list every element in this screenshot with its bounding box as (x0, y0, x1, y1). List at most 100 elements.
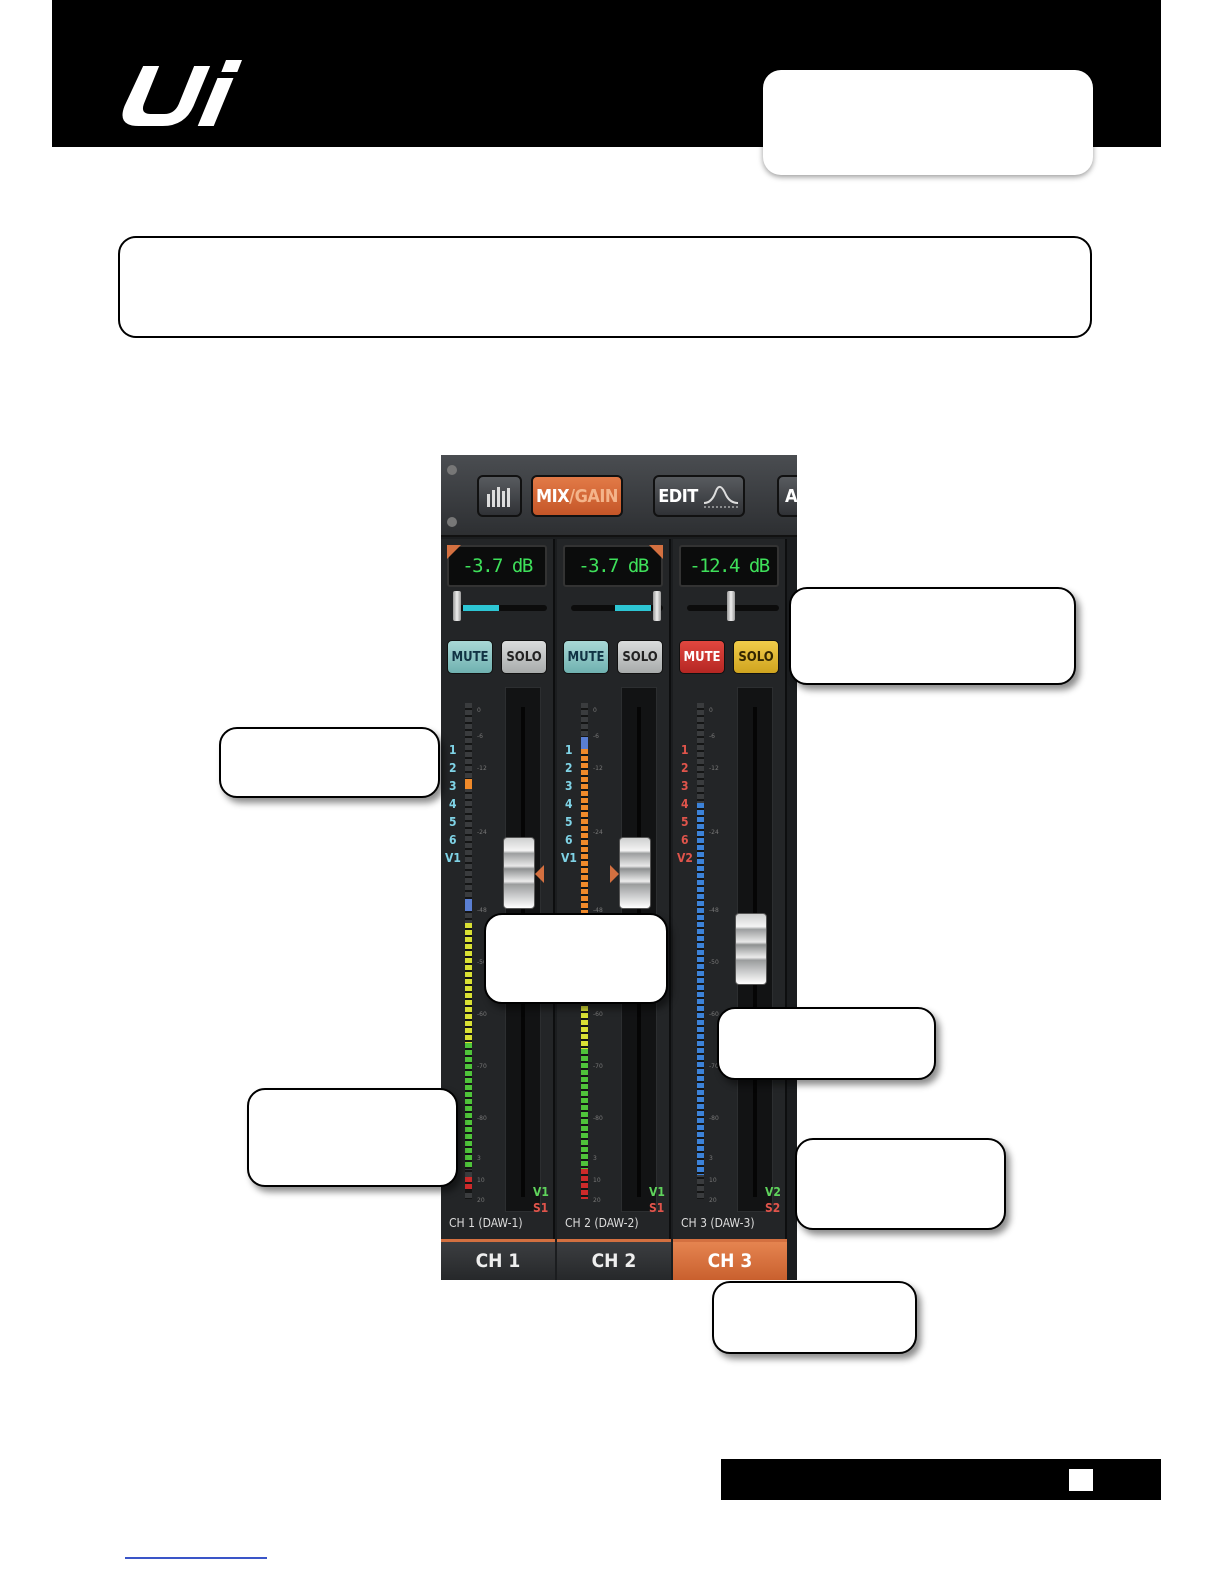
channel-tab-3[interactable]: CH 3 (673, 1239, 787, 1280)
scale-label: -6 (477, 733, 483, 740)
channel-tab-1[interactable]: CH 1 (441, 1239, 555, 1280)
ui-logo-icon (122, 60, 242, 126)
solo-button[interactable]: SOLO (733, 640, 779, 674)
bus-number: 2 (681, 761, 689, 775)
solo-button[interactable]: SOLO (617, 640, 663, 674)
meter-peak-hold (465, 779, 472, 789)
bus-number: 2 (565, 761, 573, 775)
channel-name: CH 2 (DAW-2) (565, 1216, 639, 1230)
channel-strip-2: -3.7 dB MUTE SOLO 1 2 3 4 5 6 V1 0 (557, 539, 671, 1280)
header-callout-box (763, 70, 1093, 175)
subgroup-label: S1 (533, 1201, 549, 1215)
scale-label: 0 (709, 707, 713, 714)
callout-clip (247, 1088, 458, 1187)
meter-segment (465, 899, 472, 911)
scale-label: 10 (477, 1177, 485, 1184)
scale-label: -70 (477, 1063, 487, 1070)
scale-label: -70 (593, 1063, 603, 1070)
gain-label: /GAIN (569, 485, 618, 507)
scale-label: -6 (593, 733, 599, 740)
selected-corner-icon (447, 545, 461, 559)
scale-label: 0 (477, 707, 481, 714)
fader-knob[interactable] (619, 837, 651, 909)
bus-number: 3 (681, 779, 689, 793)
scale-label: -6 (709, 733, 715, 740)
mix-gain-button[interactable]: MIX/GAIN (531, 475, 623, 517)
level-readout: -3.7 dB (447, 545, 547, 587)
channel-tab-2[interactable]: CH 2 (557, 1239, 671, 1280)
bus-number: 5 (681, 815, 689, 829)
scale-label: 3 (709, 1155, 713, 1162)
subgroup-label: S1 (649, 1201, 665, 1215)
meter-bars-icon (486, 487, 510, 507)
bus-number: 5 (449, 815, 457, 829)
screw-icon (447, 465, 457, 475)
scale-label: -80 (709, 1115, 719, 1122)
bus-number: 6 (449, 833, 457, 847)
scale-label: -60 (709, 1011, 719, 1018)
scale-label: -48 (593, 907, 603, 914)
bus-number: 6 (565, 833, 573, 847)
scale-label: 20 (709, 1197, 717, 1204)
bus-number: 1 (449, 743, 457, 757)
pan-handle[interactable] (653, 591, 661, 621)
section-title-box (118, 236, 1092, 338)
pan-track[interactable] (455, 605, 547, 611)
pan-fill (615, 605, 651, 611)
scale-label: 20 (593, 1197, 601, 1204)
meter-segment (581, 737, 588, 749)
scale-label: -60 (477, 1011, 487, 1018)
meter-yellow (465, 923, 472, 1043)
scale-label: -60 (593, 1011, 603, 1018)
scale-label: -50 (477, 959, 487, 966)
pan-handle[interactable] (453, 591, 461, 621)
channel-strip-1: -3.7 dB MUTE SOLO 1 2 3 4 5 6 V1 0 (441, 539, 555, 1280)
scale-label: 10 (593, 1177, 601, 1184)
footer-bar (721, 1459, 1161, 1500)
bus-number: 4 (565, 797, 573, 811)
page-number-box (1069, 1469, 1093, 1491)
mute-button[interactable]: MUTE (447, 640, 493, 674)
channel-name: CH 3 (DAW-3) (681, 1216, 755, 1230)
scale-label: 10 (709, 1177, 717, 1184)
callout-view-group (795, 1138, 1006, 1230)
scale-label: -80 (593, 1115, 603, 1122)
meter-green (581, 1049, 588, 1169)
meter-blue (697, 803, 704, 1175)
screw-icon (447, 517, 457, 527)
mute-button[interactable]: MUTE (563, 640, 609, 674)
unity-marker-icon (610, 865, 619, 883)
bus-number: 4 (449, 797, 457, 811)
meter-green (465, 1043, 472, 1169)
view-label: V1 (649, 1185, 665, 1199)
scale-label: -48 (477, 907, 487, 914)
meter-red (465, 1177, 472, 1191)
bus-number: 6 (681, 833, 689, 847)
edit-label: EDIT (658, 485, 698, 507)
bus-number: 3 (449, 779, 457, 793)
bus-number: 2 (449, 761, 457, 775)
callout-meter (484, 913, 668, 1004)
channel-name: CH 1 (DAW-1) (449, 1216, 523, 1230)
callout-bus-assign (219, 727, 440, 798)
scale-label: -48 (709, 907, 719, 914)
scale-label: -12 (477, 765, 487, 772)
aux-button[interactable]: AU (777, 475, 797, 517)
meter-fader-area: 1 2 3 4 5 6 V2 0 -6 -12 -24 -48 -50 -60 … (673, 687, 787, 1247)
bus-number: 4 (681, 797, 689, 811)
callout-level-pan (789, 587, 1076, 685)
meter-orange (581, 749, 588, 929)
scale-label: 3 (593, 1155, 597, 1162)
fader-knob[interactable] (735, 913, 767, 985)
edit-button[interactable]: EDIT (653, 475, 745, 517)
meters-view-button[interactable] (477, 475, 522, 517)
bus-number: V1 (561, 851, 577, 865)
pan-handle[interactable] (727, 591, 735, 621)
view-label: V2 (765, 1185, 781, 1199)
fader-knob[interactable] (503, 837, 535, 909)
scale-label: 0 (593, 707, 597, 714)
mute-button[interactable]: MUTE (679, 640, 725, 674)
footer-link-underline[interactable] (125, 1557, 267, 1559)
solo-button[interactable]: SOLO (501, 640, 547, 674)
